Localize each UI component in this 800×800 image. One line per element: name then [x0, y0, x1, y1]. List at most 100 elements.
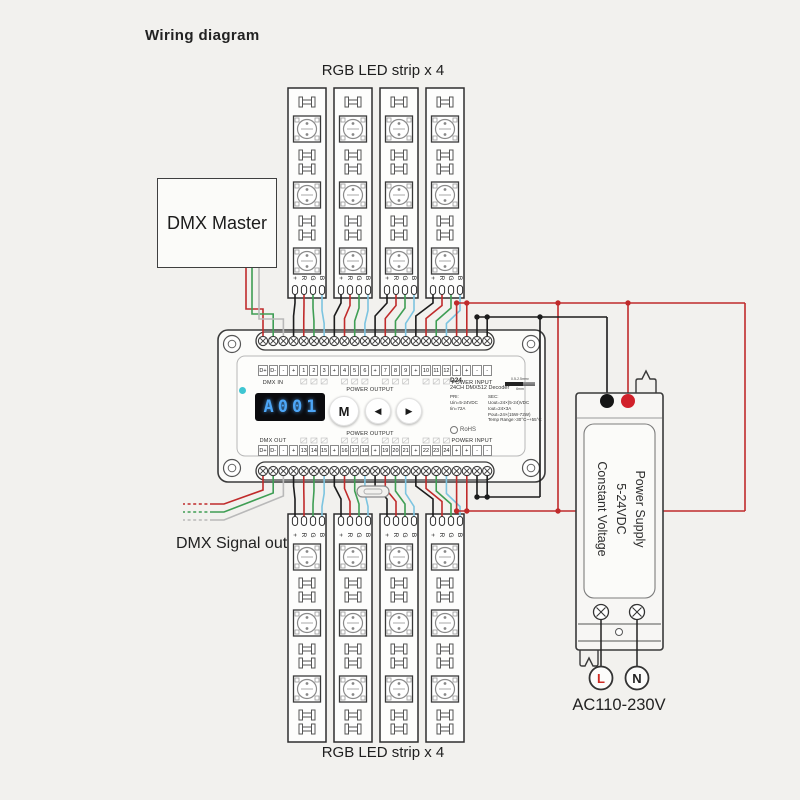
svg-text:G: G	[447, 275, 454, 280]
svg-text:+: +	[383, 533, 390, 537]
wire	[251, 267, 274, 340]
svg-text:B: B	[318, 276, 325, 280]
wire	[364, 472, 369, 520]
wire	[245, 267, 264, 340]
terminal-label: D-	[268, 365, 278, 376]
terminal-label: 16	[339, 445, 350, 456]
terminal-label: +	[329, 365, 339, 376]
terminal-label: -	[472, 445, 482, 456]
terminal-label: +	[452, 365, 462, 376]
wire	[213, 472, 285, 521]
wire	[343, 291, 351, 340]
wire	[384, 472, 397, 520]
terminal-label: +	[289, 445, 299, 456]
terminal-label: 14	[309, 445, 319, 456]
wire	[321, 472, 325, 520]
power-output-caption-top: POWER OUTPUT	[346, 387, 394, 393]
wire	[404, 472, 415, 520]
svg-text:+: +	[383, 276, 390, 280]
terminal-label: 19	[380, 445, 390, 456]
wire	[353, 472, 360, 520]
terminal-label: 15	[319, 445, 329, 456]
dmx-in-caption: DMX IN	[262, 380, 284, 386]
wire	[394, 291, 406, 340]
terminal-label: 2	[309, 365, 319, 376]
terminal-label: -	[472, 365, 482, 376]
power-supply	[575, 369, 664, 691]
wire	[292, 472, 296, 520]
neutral-terminal-label: N	[632, 671, 642, 686]
live-terminal-circle	[588, 665, 614, 691]
svg-text:G: G	[355, 532, 362, 537]
svg-text:G: G	[401, 532, 408, 537]
svg-text:G: G	[309, 275, 316, 280]
terminal-label: +	[370, 445, 380, 456]
svg-text:G: G	[355, 275, 362, 280]
wire	[384, 291, 397, 340]
mode-button[interactable]: M	[329, 396, 359, 426]
svg-text:B: B	[318, 533, 325, 537]
terminal-label: +	[462, 365, 472, 376]
terminal-label: 18	[360, 445, 370, 456]
power-input-caption-bottom: POWER INPUT	[451, 438, 493, 444]
svg-text:R: R	[300, 533, 307, 538]
page-title: Wiring diagram	[145, 27, 260, 44]
terminal-label: -	[482, 365, 492, 376]
terminals	[257, 285, 493, 526]
terminal-label: 9	[401, 365, 411, 376]
svg-text:R: R	[346, 533, 353, 538]
dmx-signal-out-label: DMX Signal out	[176, 535, 288, 552]
svg-text:R: R	[392, 276, 399, 281]
wire	[415, 291, 434, 340]
wire	[333, 291, 342, 340]
wire	[435, 291, 452, 340]
wire	[312, 291, 315, 340]
terminal-label: 6	[360, 365, 370, 376]
wire	[445, 472, 461, 520]
dmx-address-display: A001	[255, 393, 325, 421]
decoder-model: D24	[450, 377, 462, 384]
svg-text:B: B	[364, 276, 371, 280]
ac-voltage-label: AC110-230V	[572, 696, 666, 714]
power-supply-label: Power Supply 5-24VDC Constant Voltage	[595, 461, 648, 557]
terminal-label: 11	[431, 365, 441, 376]
dmx-master-box: DMX Master	[157, 178, 277, 268]
svg-text:+: +	[429, 276, 436, 280]
svg-text:R: R	[300, 276, 307, 281]
rohs-mark: RoHS	[450, 426, 550, 435]
left-arrow-button[interactable]: ◀	[365, 398, 391, 424]
wire	[321, 291, 325, 340]
terminal-label: +	[411, 365, 421, 376]
dmx-out-caption: DMX OUT	[259, 438, 287, 444]
svg-text:B: B	[364, 533, 371, 537]
terminal-label: 24	[441, 445, 451, 456]
right-arrow-button[interactable]: ▶	[396, 398, 422, 424]
svg-text:B: B	[410, 533, 417, 537]
wire	[394, 472, 406, 520]
terminal-label: 21	[401, 445, 411, 456]
wire	[425, 291, 443, 340]
terminal-label: 23	[431, 445, 441, 456]
svg-text:B: B	[410, 276, 417, 280]
live-terminal-label: L	[597, 671, 605, 686]
wire	[213, 472, 264, 505]
svg-text:G: G	[309, 532, 316, 537]
svg-text:+: +	[291, 276, 298, 280]
terminal-label: +	[452, 445, 462, 456]
terminal-label: +	[370, 365, 380, 376]
wire	[425, 472, 443, 520]
wire	[364, 291, 369, 340]
wire	[292, 291, 296, 340]
svg-text:R: R	[438, 533, 445, 538]
wire	[353, 291, 360, 340]
terminal-label: -	[278, 445, 288, 456]
